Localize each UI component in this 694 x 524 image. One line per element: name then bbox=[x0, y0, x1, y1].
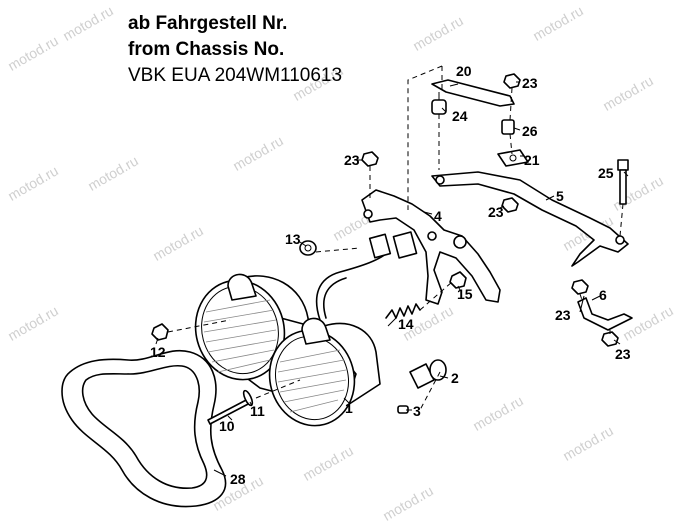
strut-part-20 bbox=[431, 79, 515, 107]
clamp-part-6 bbox=[577, 297, 633, 331]
nut-part-23 bbox=[571, 279, 589, 295]
callout-23: 23 bbox=[555, 307, 571, 323]
support-rail-part-5 bbox=[431, 171, 629, 267]
spring-part-14 bbox=[385, 303, 421, 319]
callout-13: 13 bbox=[285, 231, 301, 247]
leader-lines bbox=[155, 81, 629, 477]
bulb-part-2 bbox=[409, 359, 447, 389]
callout-12: 12 bbox=[150, 344, 166, 360]
plate-part-21 bbox=[497, 149, 529, 167]
nut-part-23 bbox=[601, 331, 619, 347]
bolt-part-12 bbox=[151, 319, 231, 341]
callout-23: 23 bbox=[488, 204, 504, 220]
nut-part-15 bbox=[449, 271, 467, 289]
callout-23: 23 bbox=[522, 75, 538, 91]
callout-15: 15 bbox=[457, 286, 473, 302]
rubber-mount-part-24 bbox=[431, 92, 447, 115]
callout-1: 1 bbox=[345, 400, 353, 416]
callout-28: 28 bbox=[230, 471, 246, 487]
header-line-1: ab Fahrgestell Nr. bbox=[128, 13, 288, 34]
headlight-frame-part-28 bbox=[61, 349, 227, 508]
nut-part-23 bbox=[503, 73, 521, 89]
nut-part-23 bbox=[501, 197, 519, 213]
callout-24: 24 bbox=[452, 108, 468, 124]
alignment-lines bbox=[255, 65, 624, 411]
callout-5: 5 bbox=[556, 188, 564, 204]
nut-part-23 bbox=[361, 151, 379, 167]
headlight-assembly-part-1 bbox=[194, 231, 418, 427]
header-line-3: VBK EUA 204WM110613 bbox=[128, 65, 343, 86]
callout-3: 3 bbox=[413, 403, 421, 419]
header-line-2: from Chassis No. bbox=[128, 39, 285, 60]
long-bolt-part-25 bbox=[617, 159, 629, 205]
callout-2: 2 bbox=[451, 370, 459, 386]
callout-23: 23 bbox=[344, 152, 360, 168]
callout-25: 25 bbox=[598, 165, 614, 181]
callout-14: 14 bbox=[398, 316, 414, 332]
callout-23: 23 bbox=[615, 346, 631, 362]
callout-6: 6 bbox=[599, 287, 607, 303]
callout-26: 26 bbox=[522, 123, 538, 139]
clip-part-26 bbox=[501, 119, 515, 135]
callout-21: 21 bbox=[524, 152, 540, 168]
callout-10: 10 bbox=[219, 418, 235, 434]
callout-4: 4 bbox=[434, 208, 442, 224]
callout-11: 11 bbox=[250, 403, 265, 419]
bracket-part-4 bbox=[361, 189, 501, 305]
callout-20: 20 bbox=[456, 63, 472, 79]
